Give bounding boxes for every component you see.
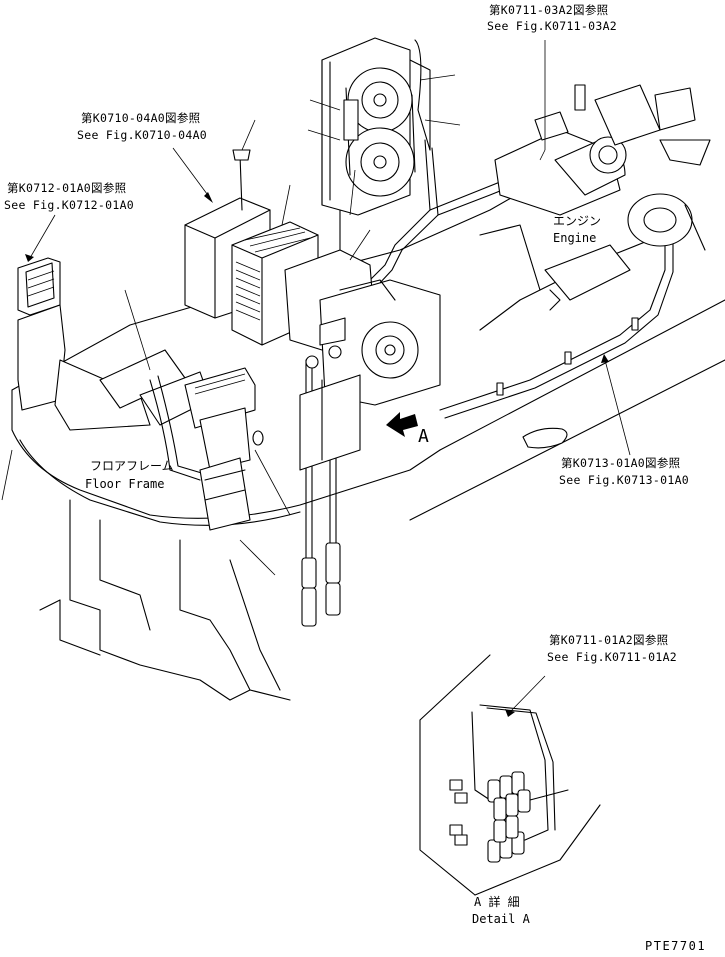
- callout-jp-text: 第K0712-01A0図参照: [7, 181, 126, 195]
- callout-ref-0710-04a0: 第K0710-04A0図参照 See Fig.K0710-04A0: [77, 111, 207, 142]
- view-marker-a: A: [418, 426, 429, 447]
- compressor-drawing: [494, 84, 711, 311]
- callout-jp-text: 第K0711-03A2図参照: [489, 3, 608, 17]
- floor-plug: [522, 427, 568, 449]
- callout-ref-0712-01a0: 第K0712-01A0図参照 See Fig.K0712-01A0: [4, 181, 134, 212]
- callout-jp-text: 第K0710-04A0図参照: [81, 111, 200, 125]
- callout-ref-0711-03a2: 第K0711-03A2図参照 See Fig.K0711-03A2: [487, 3, 617, 33]
- connector-cluster-lower: [487, 815, 525, 863]
- leader-lines: [1, 40, 631, 717]
- callout-ref-0713-01a0: 第K0713-01A0図参照 See Fig.K0713-01A0: [559, 456, 689, 487]
- callout-en-text: See Fig.K0711-01A2: [547, 650, 677, 664]
- view-arrow-a: [386, 412, 418, 437]
- detail-a-inset: [419, 654, 601, 896]
- air-conditioner-unit: [184, 149, 441, 471]
- engine-label-en: Engine: [553, 231, 596, 245]
- compressor-pulley-assembly: [321, 37, 431, 216]
- detail-label-jp: A 詳 細: [474, 894, 520, 909]
- callout-en-text: See Fig.K0710-04A0: [77, 128, 207, 142]
- floor-frame-label-jp: フロアフレーム: [90, 459, 174, 473]
- callout-en-text: See Fig.K0712-01A0: [4, 198, 134, 212]
- connector-cluster-upper: [487, 771, 531, 821]
- callout-jp-text: 第K0713-01A0図参照: [561, 456, 680, 470]
- callout-ref-0711-01a2: 第K0711-01A2図参照 See Fig.K0711-01A2: [547, 633, 677, 664]
- callout-en-text: See Fig.K0713-01A0: [559, 473, 689, 487]
- engine-label-jp: エンジン: [553, 214, 601, 228]
- callout-jp-text: 第K0711-01A2図参照: [549, 633, 668, 647]
- callout-en-text: See Fig.K0711-03A2: [487, 19, 617, 33]
- drawing-number: PTE7701: [645, 939, 706, 953]
- evaporator-fins: [235, 227, 311, 321]
- floor-frame-drawing: [11, 169, 725, 701]
- air-ducts: [17, 257, 264, 531]
- detail-label-en: Detail A: [472, 912, 531, 926]
- floor-frame-label-en: Floor Frame: [85, 477, 164, 491]
